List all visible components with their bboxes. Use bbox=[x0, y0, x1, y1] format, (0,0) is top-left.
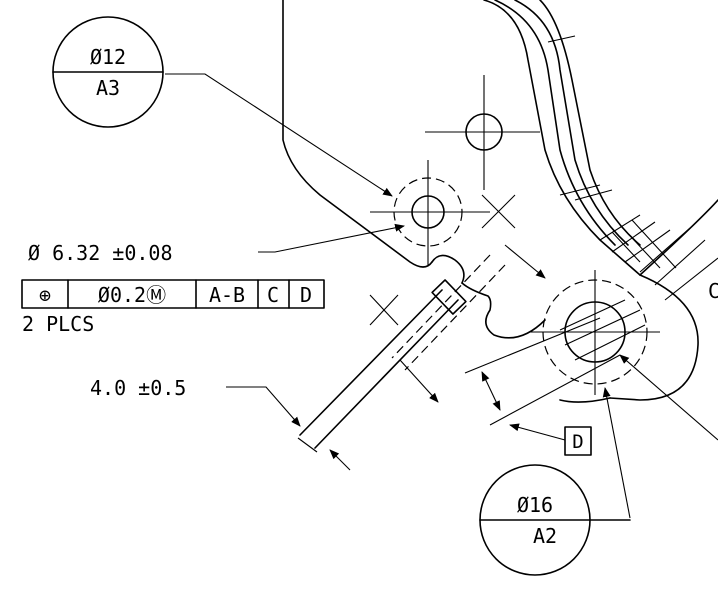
hole-lower bbox=[530, 270, 660, 395]
position-symbol: ⊕ bbox=[39, 283, 51, 307]
width-dimension: 4.0 ±0.5 bbox=[90, 376, 186, 400]
hole-dimension: Ø 6.32 ±0.08 bbox=[28, 241, 173, 265]
cross-marks bbox=[369, 194, 516, 326]
hole-upper bbox=[370, 160, 490, 265]
datum-d-box: D bbox=[564, 426, 592, 456]
slot-dashed bbox=[391, 254, 506, 371]
feature-control-frame: ⊕ Ø0.2Ⓜ A-B C D bbox=[21, 279, 325, 309]
fcf-datum-tertiary: D bbox=[300, 283, 312, 307]
balloon-lower: Ø16 A2 bbox=[479, 464, 631, 576]
partial-c-label: C bbox=[708, 279, 718, 303]
part-outline bbox=[282, 0, 718, 449]
plcs-note: 2 PLCS bbox=[22, 312, 94, 336]
balloon-upper-top: Ø12 bbox=[90, 45, 126, 69]
balloon-upper-bottom: A3 bbox=[96, 76, 120, 100]
leaders bbox=[165, 73, 718, 519]
balloon-lower-bottom: A2 bbox=[533, 524, 557, 548]
balloon-lower-top: Ø16 bbox=[517, 493, 553, 517]
datum-d-label: D bbox=[572, 431, 583, 453]
fcf-datum-secondary: C bbox=[267, 283, 279, 307]
balloon-upper: Ø12 A3 bbox=[52, 16, 164, 128]
fcf-datum-primary: A-B bbox=[209, 283, 245, 307]
hole-top-right bbox=[425, 75, 540, 190]
fcf-tolerance: Ø0.2Ⓜ bbox=[98, 283, 166, 307]
